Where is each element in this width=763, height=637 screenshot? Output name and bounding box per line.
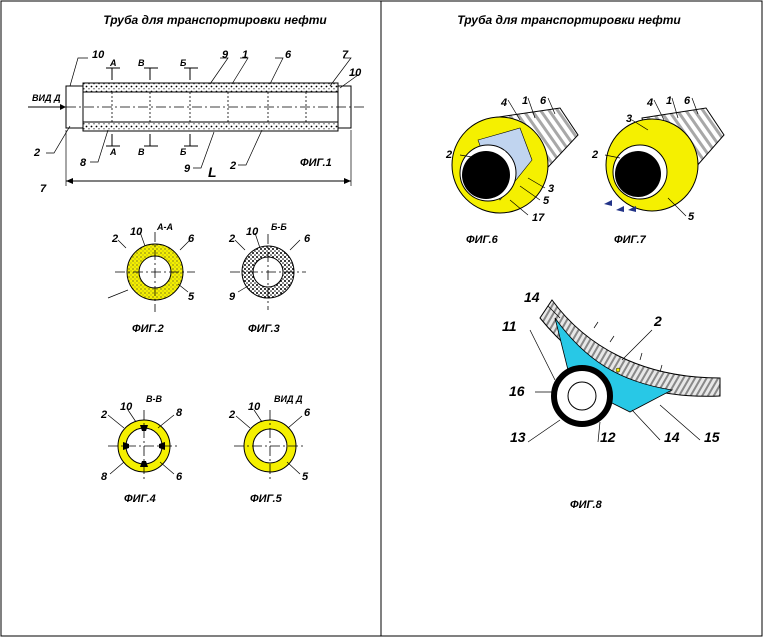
fig8-label-11: 11 [502, 318, 517, 334]
fig1-label-6: 6 [285, 49, 292, 61]
fig1-label-1: 1 [242, 49, 248, 61]
fig1-label-10b: 10 [349, 67, 362, 79]
fig2-label-10: 10 [130, 226, 143, 238]
fig1-outside-label-7: 7 [40, 183, 47, 195]
fig6-label-17: 17 [532, 212, 545, 224]
fig1-section-v-bottom: В [138, 147, 145, 157]
fig8-caption: ФИГ.8 [570, 499, 603, 511]
fig2-label-6: 6 [188, 233, 195, 245]
fig8-label-12: 12 [600, 429, 616, 445]
fig7-label-1: 1 [666, 95, 672, 107]
fig6-label-6: 6 [540, 95, 547, 107]
fig2-label-5: 5 [188, 291, 195, 303]
fig7-label-6: 6 [684, 95, 691, 107]
fig4-label-2: 2 [100, 409, 107, 421]
fig8-pipe-support-detail [527, 299, 721, 443]
right-title: Труба для транспортировки нефти [457, 13, 681, 27]
fig6-label-4: 4 [500, 97, 507, 109]
fig6-pipe-perspective [451, 97, 579, 216]
fig2-cross-section [107, 231, 195, 312]
fig5-label-6: 6 [304, 407, 311, 419]
fig5-cross-section [234, 409, 306, 482]
fig4-label-8b: 8 [101, 471, 108, 483]
fig6-label-1: 1 [522, 95, 528, 107]
fig3-label-10: 10 [246, 226, 259, 238]
fig1-label-2: 2 [33, 147, 40, 159]
fig4-cross-section [107, 409, 180, 482]
fig8-label-14b: 14 [664, 429, 680, 445]
fig1-caption: ФИГ.1 [300, 157, 332, 169]
fig1-section-b-bottom: Б [180, 147, 187, 157]
fig6-label-3: 3 [548, 183, 554, 195]
fig5-label-10: 10 [248, 401, 261, 413]
fig1-section-b-top: Б [180, 58, 187, 68]
fig6-label-5: 5 [543, 195, 550, 207]
fig3-section: Б-Б [271, 222, 287, 232]
fig1-label-10: 10 [92, 49, 105, 61]
fig7-pipe-perspective [604, 97, 725, 217]
fig1-label-2b: 2 [229, 160, 236, 172]
fig1-label-9b: 9 [184, 163, 191, 175]
fig8-label-16: 16 [509, 383, 525, 399]
fig7-label-2: 2 [591, 149, 598, 161]
fig7-label-5: 5 [688, 211, 695, 223]
fig1-section-a-top: А [109, 58, 117, 68]
fig7-label-3: 3 [626, 113, 632, 125]
fig2-section: А-А [156, 222, 173, 232]
fig8-label-13: 13 [510, 429, 526, 445]
fig8-label-14: 14 [524, 289, 540, 305]
fig3-label-9: 9 [229, 291, 236, 303]
fig8-label-15: 15 [704, 429, 720, 445]
fig4-section: В-В [146, 394, 162, 404]
fig2-label-2: 2 [111, 233, 118, 245]
left-title: Труба для транспортировки нефти [103, 13, 327, 27]
fig4-label-8: 8 [176, 407, 183, 419]
fig1-label-9: 9 [222, 49, 229, 61]
fig5-label-5: 5 [302, 471, 309, 483]
fig8-label-2: 2 [653, 313, 662, 329]
fig5-label-2: 2 [228, 409, 235, 421]
fig1-dimension-l: L [208, 164, 217, 180]
fig1-view-label: ВИД Д [32, 93, 61, 103]
fig4-caption: ФИГ.4 [124, 493, 156, 505]
fig1-pipe [28, 57, 365, 186]
fig5-section: ВИД Д [274, 394, 303, 404]
fig4-label-10: 10 [120, 401, 133, 413]
fig4-label-6: 6 [176, 471, 183, 483]
fig1-section-a-bottom: А [109, 147, 117, 157]
fig5-caption: ФИГ.5 [250, 493, 283, 505]
fig7-label-4: 4 [646, 97, 653, 109]
fig2-caption: ФИГ.2 [132, 323, 164, 335]
fig3-cross-section [230, 232, 306, 310]
fig1-label-7: 7 [342, 49, 349, 61]
fig1-label-8: 8 [80, 157, 87, 169]
fig3-caption: ФИГ.3 [248, 323, 280, 335]
fig7-caption: ФИГ.7 [614, 234, 647, 246]
fig1-section-v-top: В [138, 58, 145, 68]
fig6-caption: ФИГ.6 [466, 234, 499, 246]
fig3-label-6: 6 [304, 233, 311, 245]
fig3-label-2: 2 [228, 233, 235, 245]
fig6-label-2: 2 [445, 149, 452, 161]
